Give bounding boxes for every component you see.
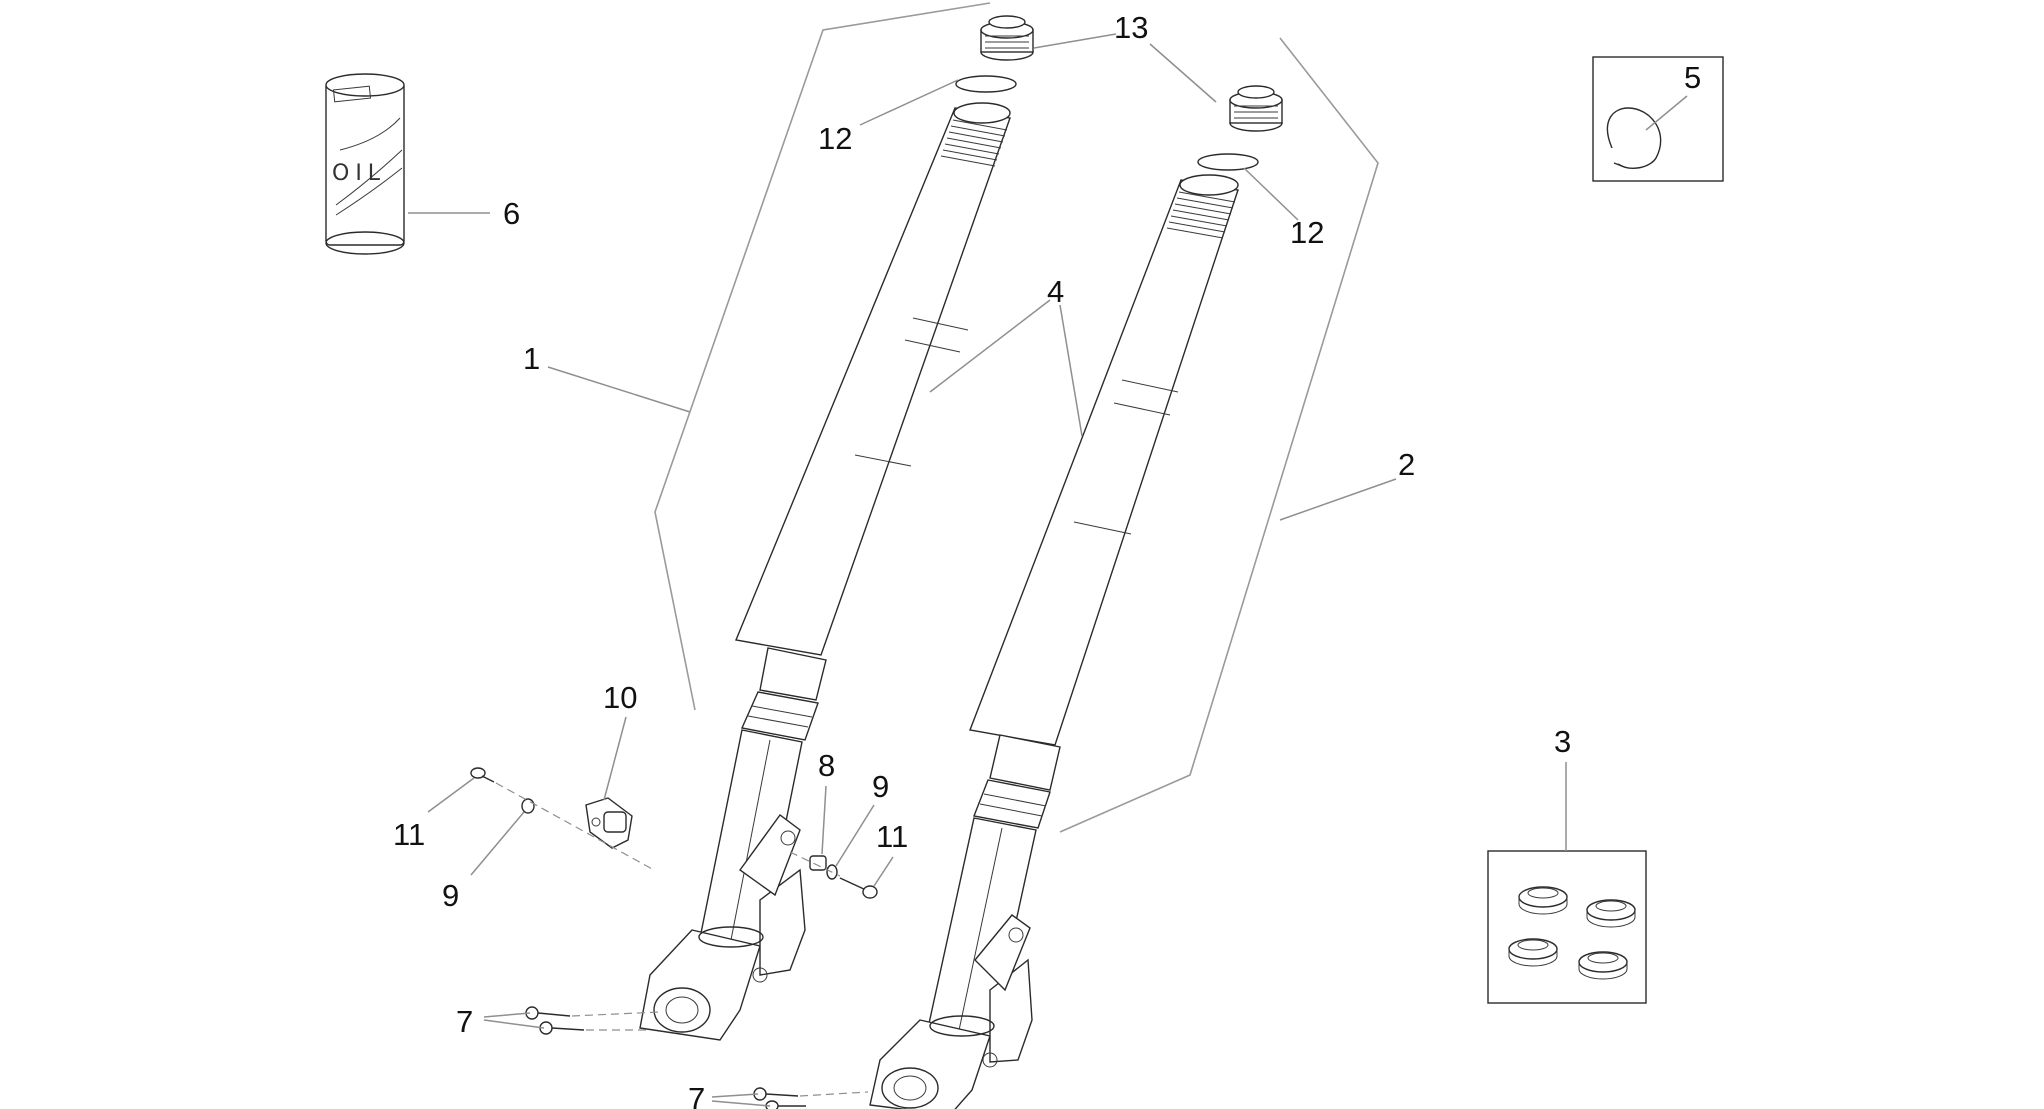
callout-labels: 1 2 3 4 5 6 7 7 8 9 9 10 11 11 12 12 13: [393, 10, 1701, 1109]
seal-kit-box: [1487, 850, 1647, 1004]
sensor-washer-left: [521, 798, 535, 814]
fork-oil-can: OIL: [325, 73, 405, 255]
callout-10: 10: [603, 680, 637, 715]
callout-12a: 12: [818, 121, 852, 156]
callout-8: 8: [818, 748, 835, 783]
callout-3: 3: [1554, 724, 1571, 759]
group-bracket-left-fork: [654, 2, 991, 711]
callout-11a: 11: [393, 817, 425, 852]
callout-12b: 12: [1290, 215, 1324, 250]
group-bracket-right-fork: [1059, 37, 1379, 833]
callout-7b: 7: [688, 1081, 705, 1109]
callout-4: 4: [1047, 274, 1064, 309]
caliper-bolts-right: [753, 1087, 869, 1109]
right-o-ring: [1197, 153, 1259, 171]
right-tube-threads: [1166, 191, 1236, 239]
callout-9a: 9: [442, 878, 459, 913]
seal-ring-4: [1578, 951, 1628, 980]
speed-sensor: [585, 797, 633, 849]
callout-5: 5: [1684, 60, 1701, 95]
callout-11b: 11: [876, 819, 908, 854]
callout-9b: 9: [872, 769, 889, 804]
callout-2: 2: [1398, 447, 1415, 482]
callout-13: 13: [1114, 10, 1148, 45]
callout-6: 6: [503, 196, 520, 231]
right-fork-leg: [869, 85, 1283, 1109]
oil-can-label: OIL: [332, 161, 386, 186]
sensor-bolt-left: [470, 767, 495, 783]
seal-ring-1: [1518, 886, 1568, 915]
callout-7a: 7: [456, 1004, 473, 1039]
seal-ring-3: [1508, 938, 1558, 967]
left-tube-threads: [940, 119, 1008, 167]
right-top-cap: [1229, 85, 1283, 132]
callout-1: 1: [523, 341, 540, 376]
left-o-ring: [955, 75, 1017, 93]
circlip-box: [1592, 56, 1724, 182]
bolt-11-right: [839, 877, 878, 899]
left-fork-leg: [639, 15, 1034, 1041]
seal-ring-2: [1586, 899, 1636, 928]
caliper-bolts-left: [525, 1006, 661, 1035]
spacer-8: [809, 855, 827, 871]
left-top-cap: [980, 15, 1034, 61]
leader-lines: [408, 33, 1688, 1107]
